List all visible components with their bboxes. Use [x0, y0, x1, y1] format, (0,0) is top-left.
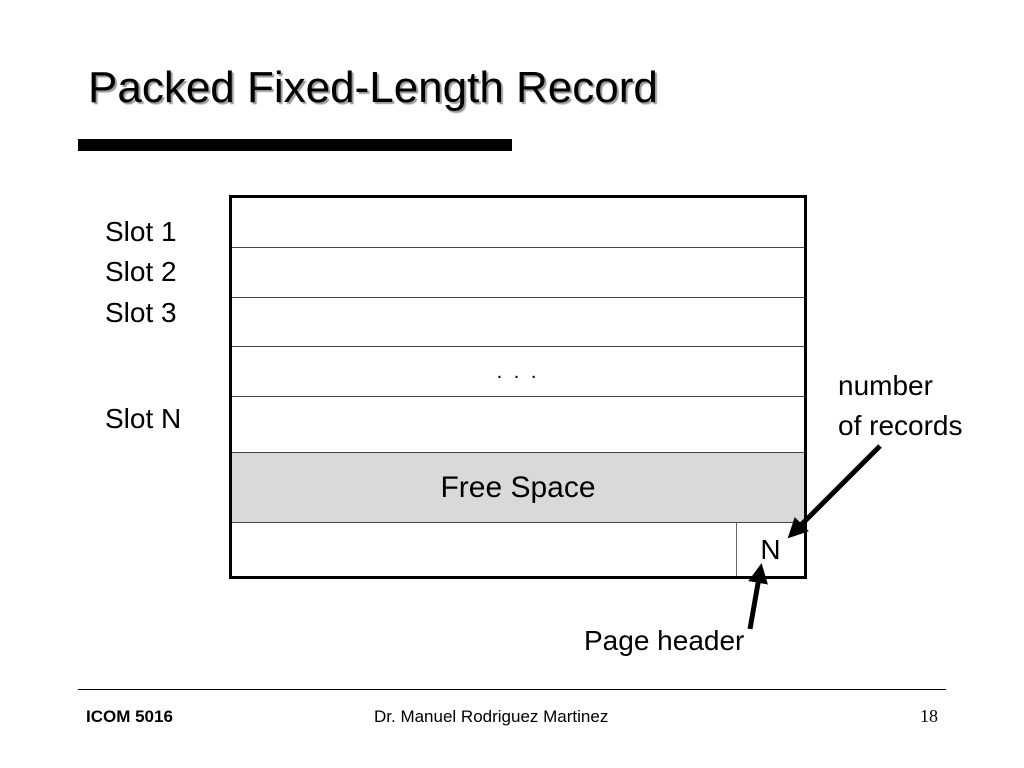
- title-underline-bar: [78, 139, 512, 151]
- slot-n-label: Slot N: [105, 403, 182, 434]
- slide-title: Packed Fixed-Length Record: [88, 63, 658, 112]
- page-header-label: Page header: [584, 625, 745, 656]
- number-of-records-label-line1: number: [838, 370, 933, 401]
- slot-2-row: [232, 248, 804, 298]
- free-space-label: Free Space: [440, 470, 596, 504]
- record-count-cell: N: [737, 523, 804, 576]
- footer-page-number: 18: [920, 706, 938, 726]
- footer-author: Dr. Manuel Rodriguez Martinez: [374, 707, 609, 726]
- number-of-records-label-line2: of records: [838, 410, 963, 441]
- slot-1-row: [232, 198, 804, 248]
- ellipsis-text: . . .: [496, 361, 540, 383]
- slot-3-label: Slot 3: [105, 297, 177, 328]
- slot-1-label: Slot 1: [105, 216, 177, 247]
- slot-3-row: [232, 298, 804, 347]
- footer-divider: [78, 689, 946, 690]
- number-of-records-arrow: [787, 444, 882, 539]
- ellipsis-row: . . .: [232, 347, 804, 397]
- free-space-region: Free Space: [232, 452, 804, 523]
- page-header-arrow: [747, 563, 768, 630]
- slot-2-label: Slot 2: [105, 256, 177, 287]
- page-diagram: . . . Free Space N: [229, 195, 807, 579]
- record-count-divider: [736, 523, 737, 576]
- record-count-value: N: [760, 533, 781, 565]
- footer-course: ICOM 5016: [86, 707, 173, 726]
- page-header-row: N: [232, 523, 804, 576]
